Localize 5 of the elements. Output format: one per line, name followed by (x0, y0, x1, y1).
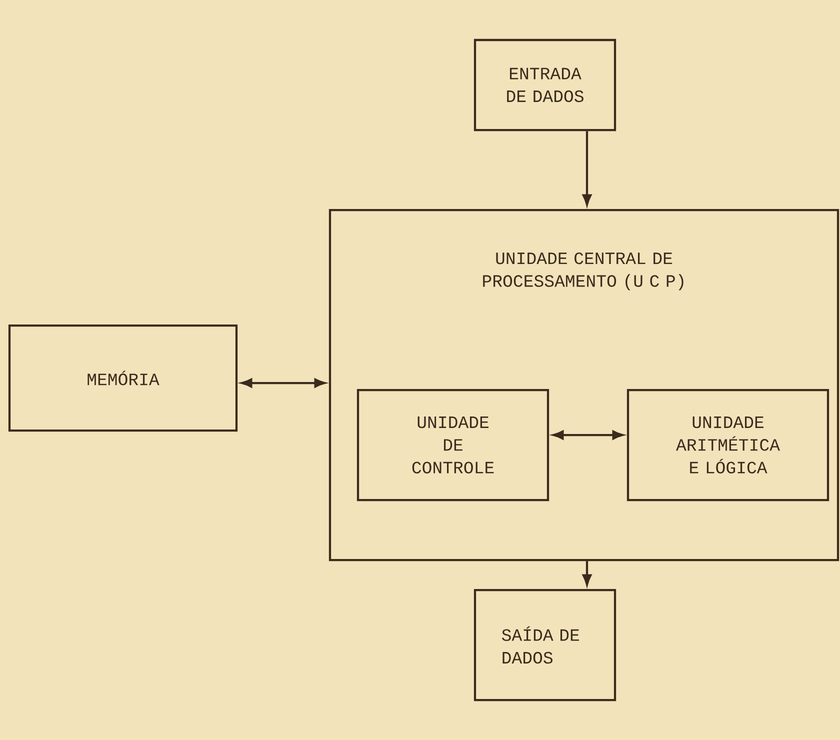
control-unit-box: UNIDADE DE CONTROLE (356, 388, 550, 502)
output-box: SAÍDA DE DADOS (474, 588, 616, 702)
logic-unit-box: UNIDADE ARITMÉTICA E LÓGICA (626, 388, 830, 502)
input-box: ENTRADA DE DADOS (474, 38, 616, 132)
memory-box: MEMÓRIA (8, 324, 238, 432)
